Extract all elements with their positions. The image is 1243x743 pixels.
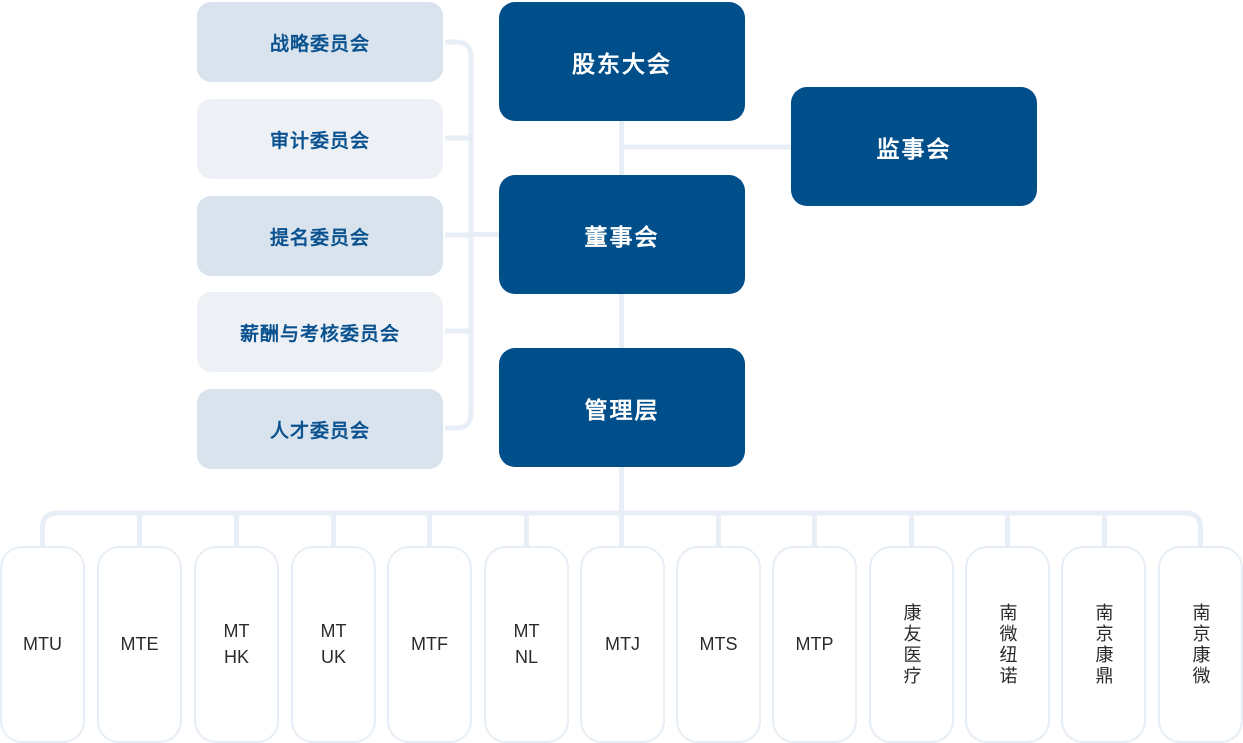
subsidiary-mte[interactable]: MTE [97,546,182,743]
committee-remuneration-and-appraisal[interactable]: 薪酬与考核委员会 [197,292,443,372]
subsidiary-mts-label: MTS [699,633,738,654]
subsidiary-nanjing-kangwei-label: 南京康微 [1190,602,1211,687]
node-management-label: 管理层 [584,396,660,423]
committee-talent-label: 人才委员会 [269,420,370,442]
committee-nomination-label: 提名委员会 [269,227,370,249]
subsidiary-nanjing-kangwei[interactable]: 南京康微 [1158,546,1243,743]
subsidiary-mtf[interactable]: MTF [387,546,472,743]
committee-remuneration-and-appraisal-label: 薪酬与考核委员会 [239,323,400,345]
node-supervisory-board[interactable]: 监事会 [791,87,1037,206]
committee-audit[interactable]: 审计委员会 [197,99,443,179]
subsidiary-kangyou-medical[interactable]: 康友医疗 [869,546,954,743]
node-board-of-directors[interactable]: 董事会 [499,175,745,294]
node-management[interactable]: 管理层 [499,348,745,467]
node-shareholders-meeting[interactable]: 股东大会 [499,2,745,121]
subsidiary-mts[interactable]: MTS [676,546,761,743]
subsidiary-mtp[interactable]: MTP [772,546,857,743]
subsidiary-mtu-label: MTU [23,633,62,654]
subsidiary-mtp-label: MTP [795,633,834,654]
committee-talent[interactable]: 人才委员会 [197,389,443,469]
subsidiary-mtnl[interactable]: MT NL [484,546,569,743]
connector-subsidiary-bus [40,510,1203,546]
subsidiary-mtnl-label: MT NL [513,620,540,667]
subsidiary-mthk-label: MT HK [223,620,250,667]
subsidiary-mtu[interactable]: MTU [0,546,85,743]
subsidiary-mthk[interactable]: MT HK [194,546,279,743]
subsidiary-nanwei-niuno-label: 南微纽诺 [997,602,1018,687]
subsidiary-nanjing-kangding[interactable]: 南京康鼎 [1061,546,1146,743]
subsidiary-mtf-label: MTF [411,633,448,654]
subsidiary-mtuk-label: MT UK [320,620,347,667]
subsidiary-mte-label: MTE [120,633,159,654]
subsidiary-mtj[interactable]: MTJ [580,546,665,743]
subsidiary-nanwei-niuno[interactable]: 南微纽诺 [965,546,1050,743]
connector-committee-rail [445,39,474,431]
committee-audit-label: 审计委员会 [269,130,370,152]
subsidiary-nanjing-kangding-label: 南京康鼎 [1093,602,1114,687]
committee-nomination[interactable]: 提名委员会 [197,196,443,276]
subsidiary-mtj-label: MTJ [605,633,640,654]
subsidiary-kangyou-medical-label: 康友医疗 [901,602,922,687]
node-board-of-directors-label: 董事会 [584,223,660,250]
committee-strategy-label: 战略委员会 [269,33,370,55]
committee-strategy[interactable]: 战略委员会 [197,2,443,82]
node-supervisory-board-label: 监事会 [876,135,952,162]
subsidiary-mtuk[interactable]: MT UK [291,546,376,743]
node-shareholders-meeting-label: 股东大会 [572,50,672,77]
